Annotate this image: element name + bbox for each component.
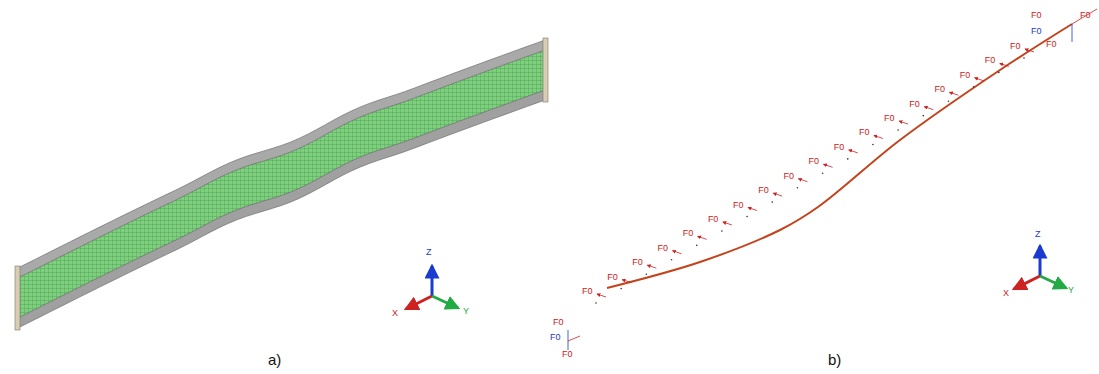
force-arrow — [874, 135, 883, 138]
load-point — [797, 187, 799, 189]
force-arrow — [899, 121, 908, 124]
force-arrow — [975, 78, 984, 81]
force-arrow — [773, 193, 782, 196]
force-arrow — [824, 164, 833, 167]
force-label: F0 — [809, 157, 820, 166]
force-arrow — [924, 107, 933, 110]
load-point — [671, 259, 673, 261]
load-point — [696, 245, 698, 247]
load-point — [948, 100, 950, 102]
force-label: F0 — [683, 229, 694, 238]
force-arrow — [949, 92, 958, 95]
axis-label: Z — [1035, 230, 1041, 239]
load-point — [847, 158, 849, 160]
load-point — [646, 273, 648, 275]
load-point — [620, 288, 622, 290]
force-label: F0 — [1010, 42, 1021, 51]
force-label: F0 — [834, 143, 845, 152]
force-arrow — [1000, 63, 1009, 66]
panel-label: b) — [828, 352, 841, 367]
force-label: F0 — [733, 201, 744, 210]
force-label: F0 — [909, 100, 920, 109]
force-label: F0 — [607, 273, 618, 282]
force-arrow — [698, 236, 707, 239]
i-beam — [15, 38, 548, 330]
force-arrow — [622, 280, 631, 283]
load-point — [595, 302, 597, 304]
load-point — [973, 86, 975, 88]
panel-label: a) — [268, 352, 281, 367]
load-point — [1023, 57, 1025, 59]
axis-label: Y — [1068, 286, 1074, 295]
force-label: F0 — [1046, 40, 1057, 49]
force-arrow — [673, 251, 682, 254]
force-label: F0 — [658, 244, 669, 253]
force-label: F0 — [1080, 11, 1091, 20]
force-label: F0 — [783, 172, 794, 181]
load-point — [998, 72, 1000, 74]
force-label: F0 — [758, 186, 769, 195]
force-label: F0 — [1031, 27, 1042, 36]
load-point — [746, 216, 748, 218]
force-arrow — [647, 265, 656, 268]
load-point — [897, 129, 899, 131]
force-label: F0 — [985, 56, 996, 65]
force-label: F0 — [859, 128, 870, 137]
axis-label: Z — [426, 248, 432, 257]
force-label: F0 — [960, 71, 971, 80]
axis-triads — [406, 246, 1066, 309]
force-arrow — [597, 294, 606, 297]
force-label: F0 — [562, 350, 573, 359]
load-point — [771, 201, 773, 203]
line-model — [568, 9, 1097, 350]
load-point — [922, 115, 924, 117]
force-label: F0 — [550, 333, 561, 342]
force-arrow — [748, 208, 757, 211]
force-label: F0 — [553, 318, 564, 327]
axis-label: X — [392, 309, 398, 318]
force-label: F0 — [884, 114, 895, 123]
force-arrow — [723, 222, 732, 225]
load-point — [872, 144, 874, 146]
force-label: F0 — [582, 287, 593, 296]
force-label: F0 — [934, 85, 945, 94]
force-arrow — [1025, 49, 1034, 52]
force-arrow — [849, 150, 858, 153]
load-point — [721, 230, 723, 232]
force-label: F0 — [1031, 11, 1042, 20]
axis-label: X — [1003, 289, 1009, 298]
force-label: F0 — [708, 215, 719, 224]
axis-label: Y — [463, 307, 469, 316]
load-point — [822, 172, 824, 174]
force-arrow — [798, 179, 807, 182]
force-label: F0 — [632, 258, 643, 267]
